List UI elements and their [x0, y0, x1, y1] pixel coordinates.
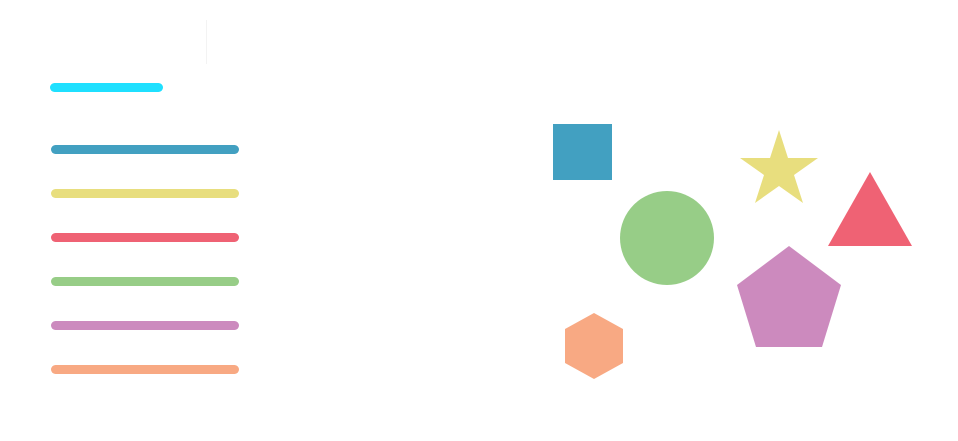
star-shape — [740, 130, 818, 203]
square-shape — [553, 124, 612, 180]
faint-divider — [206, 20, 207, 64]
triangle-shape — [828, 172, 912, 246]
circle-shape — [620, 191, 714, 285]
legend-line-red — [51, 233, 239, 242]
legend-line-yellow — [51, 189, 239, 198]
pentagon-shape — [737, 246, 841, 347]
legend-line-green — [51, 277, 239, 286]
hexagon-shape — [565, 313, 623, 379]
accent-progress-bar — [50, 83, 163, 92]
color-legend — [0, 0, 300, 441]
legend-line-orange — [51, 365, 239, 374]
legend-line-purple — [51, 321, 239, 330]
legend-line-blue — [51, 145, 239, 154]
